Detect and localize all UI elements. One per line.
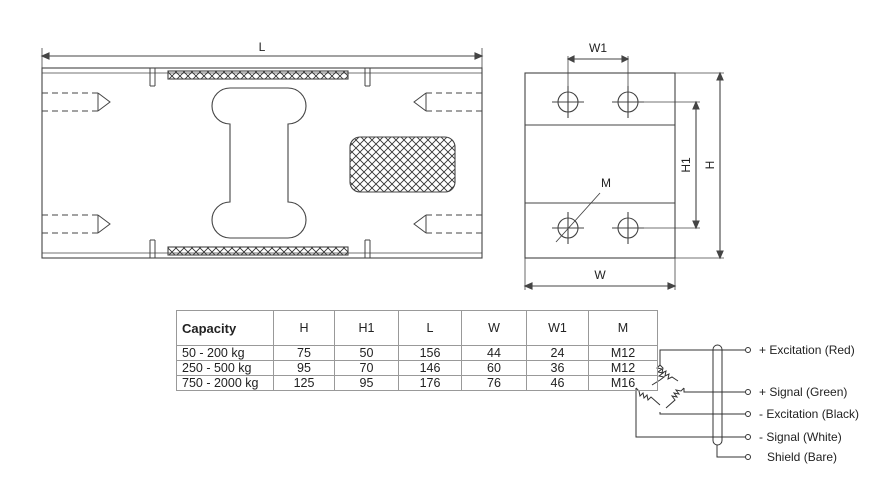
wire-label-signal-pos: + Signal (Green) bbox=[759, 385, 847, 399]
bottom-hatch-band bbox=[167, 246, 349, 256]
header-l: L bbox=[398, 310, 462, 346]
header-m: M bbox=[588, 310, 658, 346]
dimension-h1 bbox=[628, 100, 700, 230]
table-cell: 176 bbox=[398, 375, 462, 391]
table-cell: 50 - 200 kg bbox=[176, 345, 274, 361]
mounting-holes bbox=[552, 86, 644, 244]
table-cell: 70 bbox=[334, 360, 399, 376]
table-cell: 750 - 2000 kg bbox=[176, 375, 274, 391]
table-cell: 125 bbox=[273, 375, 335, 391]
table-cell: 95 bbox=[273, 360, 335, 376]
table-row: 50 - 200 kg 75 50 156 44 24 M12 bbox=[176, 345, 658, 361]
table-cell: 75 bbox=[273, 345, 335, 361]
header-capacity: Capacity bbox=[176, 310, 274, 346]
dim-label-h: H bbox=[703, 161, 717, 170]
table-row: 250 - 500 kg 95 70 146 60 36 M12 bbox=[176, 360, 658, 376]
table-cell: M16 bbox=[588, 375, 658, 391]
header-w: W bbox=[461, 310, 527, 346]
dim-label-h1: H1 bbox=[679, 157, 693, 173]
bridge-resistor-bottom-left bbox=[635, 387, 661, 406]
bridge-resistor-bottom-right bbox=[665, 387, 685, 409]
wire-label-excitation-pos: + Excitation (Red) bbox=[759, 343, 855, 357]
table-cell: 95 bbox=[334, 375, 399, 391]
dim-label-l: L bbox=[259, 40, 266, 54]
cable-shield bbox=[712, 344, 723, 446]
front-view bbox=[40, 48, 484, 259]
dimension-l bbox=[40, 48, 484, 68]
dimension-w1 bbox=[566, 55, 630, 92]
table-cell: 36 bbox=[526, 360, 589, 376]
table-cell: M12 bbox=[588, 345, 658, 361]
table-cell: 76 bbox=[461, 375, 527, 391]
dimension-h bbox=[675, 71, 724, 260]
table-header-row: Capacity H H1 L W W1 M bbox=[176, 310, 658, 346]
table-cell: 250 - 500 kg bbox=[176, 360, 274, 376]
dimension-w bbox=[523, 258, 677, 290]
dim-label-w: W bbox=[594, 268, 606, 282]
bridge-resistor-top-right bbox=[659, 364, 679, 382]
table-cell: 44 bbox=[461, 345, 527, 361]
table-cell: 146 bbox=[398, 360, 462, 376]
table-cell: 156 bbox=[398, 345, 462, 361]
table-cell: 24 bbox=[526, 345, 589, 361]
front-body-outline bbox=[41, 67, 483, 259]
table-cell: 50 bbox=[334, 345, 399, 361]
top-hatch-band bbox=[167, 70, 349, 80]
header-h1: H1 bbox=[334, 310, 399, 346]
thread-leader-line bbox=[555, 192, 601, 243]
table-cell: 60 bbox=[461, 360, 527, 376]
dim-label-m: M bbox=[601, 176, 611, 190]
table-row: 750 - 2000 kg 125 95 176 76 46 M16 bbox=[176, 375, 658, 391]
side-view bbox=[523, 55, 724, 290]
wire-label-shield: Shield (Bare) bbox=[767, 450, 837, 464]
header-w1: W1 bbox=[526, 310, 589, 346]
dim-label-w1: W1 bbox=[589, 41, 607, 55]
bone-cutout bbox=[211, 87, 307, 239]
table-cell: M12 bbox=[588, 360, 658, 376]
wiring-diagram bbox=[635, 344, 751, 460]
wire-label-excitation-neg: - Excitation (Black) bbox=[759, 407, 859, 421]
side-body-outline bbox=[524, 72, 676, 259]
capacity-table: Capacity H H1 L W W1 M 50 - 200 kg 75 50… bbox=[176, 310, 658, 391]
strain-gauge-pocket bbox=[349, 136, 456, 193]
wire-label-signal-neg: - Signal (White) bbox=[759, 430, 842, 444]
header-h: H bbox=[273, 310, 335, 346]
table-cell: 46 bbox=[526, 375, 589, 391]
